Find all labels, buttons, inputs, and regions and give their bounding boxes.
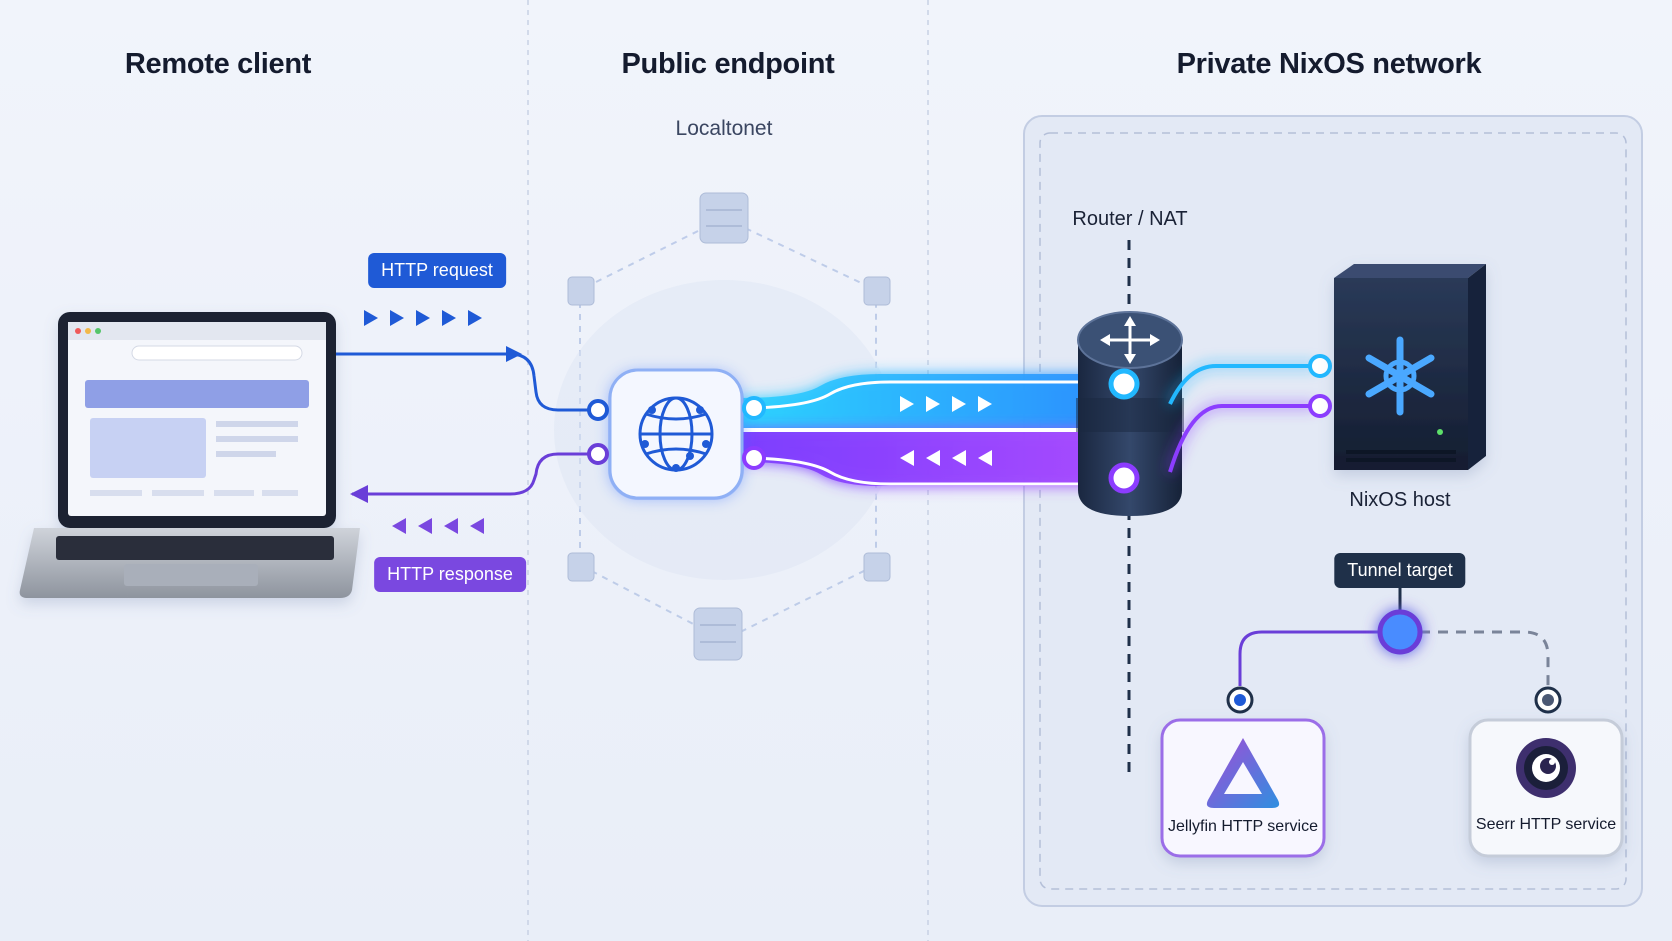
private-network-title: Private NixOS network bbox=[1176, 48, 1482, 80]
server-cube-icon bbox=[693, 607, 743, 661]
tunnel-port-in bbox=[742, 446, 766, 470]
response-arrowhead bbox=[350, 485, 368, 503]
router-label: Router / NAT bbox=[1072, 208, 1188, 230]
endpoint-provider-label: Localtonet bbox=[675, 117, 773, 140]
seerr-service-label: Seerr HTTP service bbox=[1475, 816, 1617, 833]
host-port-response bbox=[1308, 394, 1332, 418]
jellyfin-service-label: Jellyfin HTTP service bbox=[1168, 818, 1318, 835]
jellyfin-logo-icon bbox=[1206, 738, 1280, 808]
private-network-panel bbox=[1023, 115, 1643, 907]
tunnel-target-badge: Tunnel target bbox=[1334, 553, 1466, 588]
http-response-badge: HTTP response bbox=[374, 557, 526, 592]
router-host-request bbox=[1168, 364, 1316, 405]
host-port-request bbox=[1308, 354, 1332, 378]
server-cube-icon bbox=[699, 192, 749, 244]
nixos-host-label: NixOS host bbox=[1349, 489, 1451, 511]
public-endpoint-title: Public endpoint bbox=[621, 48, 835, 80]
router-port-in bbox=[1108, 462, 1140, 494]
laptop-icon bbox=[19, 312, 361, 598]
remote-client-title: Remote client bbox=[124, 48, 312, 80]
server-cube-icon bbox=[567, 276, 595, 306]
branch-to-jellyfin bbox=[1238, 630, 1400, 686]
tunnel-response-path bbox=[753, 456, 1124, 486]
globe-node-dots bbox=[641, 406, 710, 472]
response-line-client bbox=[352, 452, 600, 496]
server-cube-icon bbox=[567, 552, 595, 582]
request-arrowhead bbox=[506, 346, 522, 362]
tunnel-outbound-chevrons bbox=[900, 396, 992, 412]
response-direction-chevrons bbox=[392, 518, 484, 534]
tunnel-request-path bbox=[753, 380, 1124, 410]
router-arrows-icon bbox=[1100, 316, 1160, 364]
tunnel-port-out bbox=[742, 396, 766, 420]
nixos-snowflake-icon bbox=[1365, 336, 1435, 416]
request-direction-chevrons bbox=[364, 310, 482, 326]
tunnel-return-chevrons bbox=[900, 450, 992, 466]
http-request-badge: HTTP request bbox=[368, 253, 506, 288]
tunnel-target-hub bbox=[1377, 609, 1423, 655]
router-host-response bbox=[1168, 404, 1316, 473]
server-cube-icon bbox=[863, 552, 891, 582]
private-network-inner-border bbox=[1039, 132, 1627, 890]
server-cube-icon bbox=[863, 276, 891, 306]
router-port-out bbox=[1108, 368, 1140, 400]
seerr-port-dot bbox=[1542, 694, 1554, 706]
seerr-eye-icon bbox=[1516, 738, 1576, 798]
endpoint-port-request bbox=[587, 399, 609, 421]
jellyfin-port-dot bbox=[1234, 694, 1246, 706]
endpoint-port-response bbox=[587, 443, 609, 465]
